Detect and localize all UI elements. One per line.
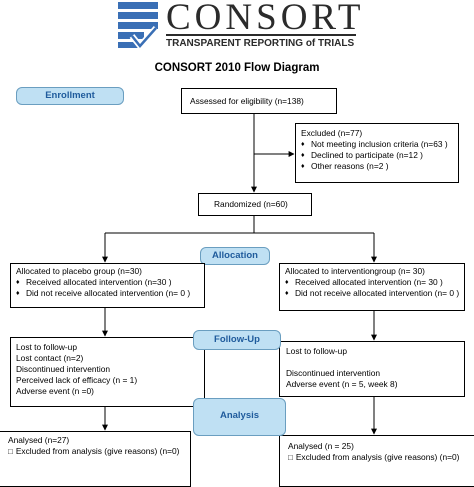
followup-left-line: Adverse event (n =0): [16, 386, 94, 396]
box-randomized: Randomized (n=60): [198, 193, 312, 216]
followup-right-line: Discontinued intervention: [286, 368, 381, 378]
stage-enrollment: Enrollment: [16, 87, 124, 105]
analysis-left-item: Excluded from analysis (give reasons) (n…: [8, 446, 190, 457]
stage-analysis: Analysis: [193, 398, 286, 436]
box-excluded: Excluded (n=77) Not meeting inclusion cr…: [295, 123, 459, 183]
logo-wordmark: CONSORT: [166, 0, 365, 38]
allocation-placebo-title: Allocated to placebo group (n=30): [16, 266, 142, 276]
box-allocation-placebo: Allocated to placebo group (n=30) Receiv…: [10, 263, 205, 308]
logo-tagline: TRANSPARENT REPORTING of TRIALS: [166, 38, 355, 49]
allocation-intervention-item: Did not receive allocated intervention (…: [285, 288, 464, 299]
excluded-item: Declined to participate (n=12 ): [301, 150, 458, 161]
box-analysis-right: Analysed (n = 25) Excluded from analysis…: [279, 435, 474, 487]
followup-left-line: Lost contact (n=2): [16, 353, 84, 363]
followup-left-line: Discontinued intervention: [16, 364, 111, 374]
consort-logo-mark: [118, 2, 158, 48]
allocation-intervention-item: Received allocated intervention (n= 30 ): [285, 277, 464, 288]
box-followup-right: Lost to follow-up Discontinued intervent…: [279, 341, 465, 397]
stage-allocation: Allocation: [200, 247, 270, 265]
allocation-placebo-item: Did not receive allocated intervention (…: [16, 288, 204, 299]
excluded-item: Not meeting inclusion criteria (n=63 ): [301, 139, 458, 150]
followup-left-line: Perceived lack of efficacy (n = 1): [16, 375, 138, 385]
stage-followup: Follow-Up: [193, 330, 281, 350]
allocation-intervention-title: Allocated to interventiongroup (n= 30): [285, 266, 425, 276]
excluded-title: Excluded (n=77): [301, 128, 363, 138]
analysis-right-title: Analysed (n = 25): [288, 441, 354, 451]
excluded-item: Other reasons (n=2 ): [301, 161, 458, 172]
allocation-placebo-item: Received allocated intervention (n=30 ): [16, 277, 204, 288]
followup-right-line: [286, 357, 464, 368]
box-eligibility: Assessed for eligibility (n=138): [181, 88, 337, 114]
followup-left-line: Lost to follow-up: [16, 342, 77, 352]
box-followup-left: Lost to follow-up Lost contact (n=2) Dis…: [10, 337, 205, 407]
analysis-right-item: Excluded from analysis (give reasons) (n…: [288, 452, 474, 463]
box-allocation-intervention: Allocated to interventiongroup (n= 30) R…: [279, 263, 465, 311]
consort-logo: CONSORT TRANSPARENT REPORTING of TRIALS: [118, 0, 360, 50]
logo-underline: [166, 34, 356, 36]
followup-right-line: Lost to follow-up: [286, 346, 347, 356]
followup-right-line: Adverse event (n = 5, week 8): [286, 379, 398, 389]
box-analysis-left: Analysed (n=27) Excluded from analysis (…: [0, 431, 191, 487]
analysis-left-title: Analysed (n=27): [8, 435, 70, 445]
page-title: CONSORT 2010 Flow Diagram: [154, 62, 320, 74]
